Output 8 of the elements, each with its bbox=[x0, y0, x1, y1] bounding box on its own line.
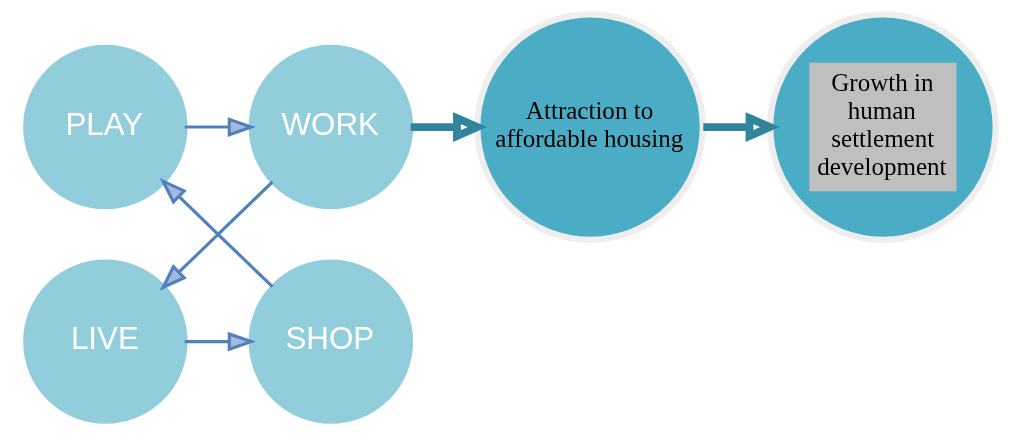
node-circle: WORK bbox=[248, 44, 413, 210]
arrow bbox=[184, 117, 256, 137]
arrow bbox=[410, 112, 487, 142]
arrow bbox=[184, 331, 256, 352]
node-circle: Growth in human settlement development bbox=[766, 11, 999, 243]
node-circle: SHOP bbox=[248, 259, 413, 424]
arrow bbox=[702, 112, 780, 142]
node-circle: Attraction to affordable housing bbox=[473, 11, 706, 243]
